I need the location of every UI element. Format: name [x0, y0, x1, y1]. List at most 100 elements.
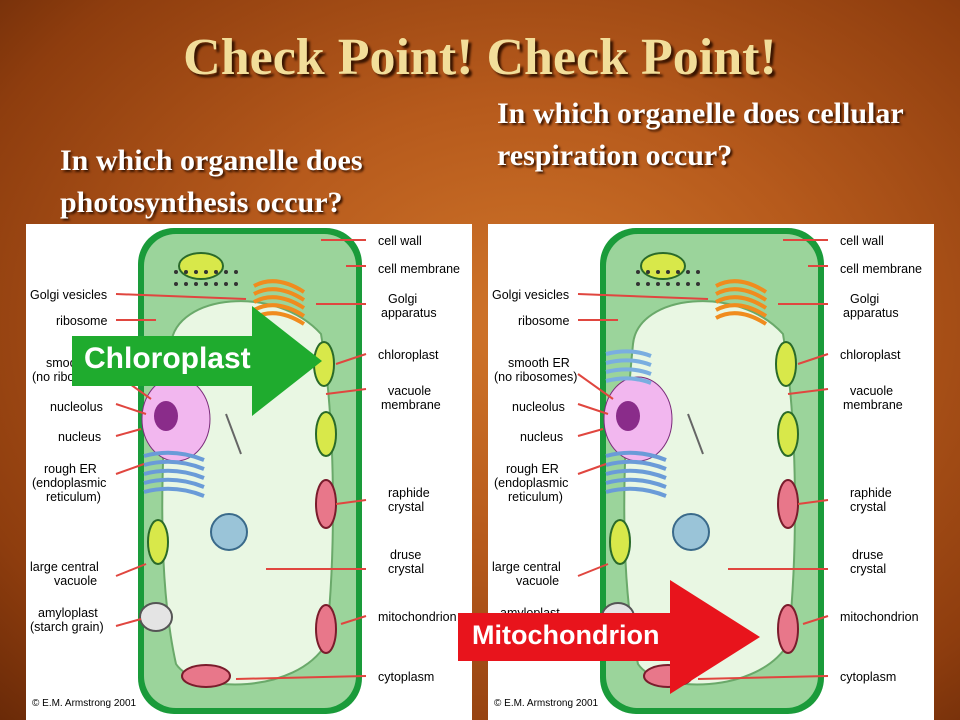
golgi-cisterna — [253, 279, 306, 294]
ribosome-dot — [656, 282, 660, 286]
slide-title: Check Point! Check Point! — [183, 29, 777, 86]
amyloplast — [139, 602, 173, 632]
label-raphide-crystal-2: crystal — [388, 500, 425, 514]
label-nucleolus: nucleolus — [512, 400, 565, 414]
question-photosynthesis: In which organelle does photosynthesis o… — [60, 144, 363, 219]
golgi-cisterna — [715, 287, 768, 302]
label-raphide-crystal-1: raphide — [388, 486, 430, 500]
label-cell-wall: cell wall — [840, 234, 884, 248]
label-arrow — [335, 499, 367, 505]
callout-label: Mitochondrion — [472, 620, 660, 650]
ribosome-dot — [666, 282, 670, 286]
label-arrow — [577, 403, 609, 415]
label-smooth-er-2: (no ribosomes) — [494, 370, 578, 384]
nucleolus — [616, 401, 640, 431]
label-large-central-vacuole-1: large central — [492, 560, 561, 574]
ribosome-dot — [666, 270, 670, 274]
callout-label: Chloroplast — [84, 342, 251, 375]
rough-er-fold — [605, 459, 667, 471]
label-cytoplasm: cytoplasm — [378, 670, 435, 684]
ribosome-dot — [636, 282, 640, 286]
label-arrow — [325, 388, 367, 395]
label-arrow — [340, 615, 367, 625]
label-arrow — [697, 675, 829, 680]
callout-arrow-shape — [458, 580, 760, 694]
label-arrow — [797, 353, 829, 365]
chloroplast — [640, 252, 686, 280]
rough-er-fold — [143, 468, 205, 480]
label-cell-membrane: cell membrane — [840, 262, 922, 276]
mitochondrion — [777, 479, 799, 529]
label-golgi-vesicles: Golgi vesicles — [30, 288, 108, 302]
ribosome-dot — [224, 282, 228, 286]
label-golgi-apparatus-2: apparatus — [381, 306, 437, 320]
label-rough-er-3: reticulum) — [46, 490, 101, 504]
label-golgi-apparatus-2: apparatus — [843, 306, 899, 320]
mitochondrion — [315, 479, 337, 529]
label-nucleus: nucleus — [520, 430, 564, 444]
ribosome-dot — [184, 282, 188, 286]
chloroplast — [777, 411, 799, 457]
rough-er-fold — [605, 486, 667, 498]
label-arrow — [797, 499, 829, 505]
mitochondrion-callout: Mitochondrion — [458, 580, 760, 694]
label-golgi-apparatus-1: Golgi — [850, 292, 880, 306]
ribosome-dot — [696, 282, 700, 286]
ribosome-dot — [184, 270, 188, 274]
chloroplast-callout: Chloroplast — [72, 306, 322, 416]
ribosome-dot — [234, 282, 238, 286]
label-arrow — [577, 463, 607, 475]
label-arrow — [115, 563, 147, 577]
label-druse-crystal-1: druse — [390, 548, 422, 562]
smooth-er-fold — [605, 358, 652, 367]
copyright-notice: © E.M. Armstrong 2001 — [32, 698, 137, 709]
golgi-cisterna — [253, 303, 306, 318]
label-large-central-vacuole-2: vacuole — [516, 574, 560, 588]
chloroplast — [315, 411, 337, 457]
label-arrow — [787, 388, 829, 395]
label-druse-crystal-2: crystal — [850, 562, 887, 576]
label-chloroplast: chloroplast — [378, 348, 439, 362]
golgi-cisterna — [715, 279, 768, 294]
raphide-crystal — [687, 413, 704, 455]
mitochondrion — [181, 664, 231, 688]
label-ribosome: ribosome — [518, 314, 570, 328]
label-raphide-crystal-2: crystal — [850, 500, 887, 514]
label-nucleus: nucleus — [58, 430, 102, 444]
label-golgi-vesicles: Golgi vesicles — [492, 288, 570, 302]
ribosome-dot — [174, 270, 178, 274]
ribosome-dot — [676, 282, 680, 286]
label-smooth-er-1: smooth ER — [508, 356, 570, 370]
chloroplast — [178, 252, 224, 280]
druse-crystal — [210, 513, 248, 551]
rough-er-fold — [605, 450, 667, 462]
mitochondrion — [777, 604, 799, 654]
copyright-notice: © E.M. Armstrong 2001 — [494, 698, 599, 709]
label-vacuole-membrane-1: vacuole — [850, 384, 894, 398]
label-mitochondrion: mitochondrion — [378, 610, 457, 624]
ribosome-dot — [224, 270, 228, 274]
label-mitochondrion: mitochondrion — [840, 610, 919, 624]
ribosome-dot — [686, 282, 690, 286]
label-arrow — [235, 675, 367, 680]
label-vacuole-membrane-2: membrane — [381, 398, 441, 412]
label-arrow — [115, 428, 142, 437]
ribosome-dot — [656, 270, 660, 274]
ribosome-dot — [234, 270, 238, 274]
ribosome-dot — [646, 270, 650, 274]
ribosome-dot — [214, 270, 218, 274]
ribosome-dot — [194, 270, 198, 274]
label-arrow — [335, 353, 367, 365]
ribosome-dot — [686, 270, 690, 274]
label-druse-crystal-2: crystal — [388, 562, 425, 576]
ribosome-dot — [204, 270, 208, 274]
ribosome-dot — [204, 282, 208, 286]
label-vacuole-membrane-2: membrane — [843, 398, 903, 412]
label-cell-wall: cell wall — [378, 234, 422, 248]
label-vacuole-membrane-1: vacuole — [388, 384, 432, 398]
golgi-cisterna — [253, 295, 306, 310]
label-arrow — [115, 403, 147, 415]
rough-er-fold — [605, 468, 667, 480]
smooth-er-fold — [605, 367, 652, 376]
